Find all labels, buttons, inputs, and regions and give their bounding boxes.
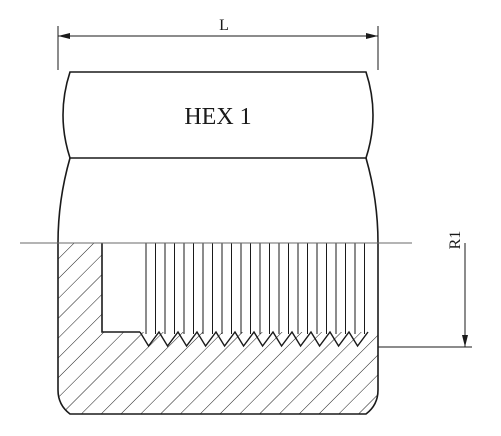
section-outline bbox=[57, 243, 379, 415]
hex-label: HEX 1 bbox=[184, 104, 251, 130]
length-dimension: L bbox=[57, 17, 379, 70]
r1-arrowhead bbox=[462, 335, 468, 347]
hex-section: HEX 1 bbox=[62, 71, 374, 159]
arrowhead-left bbox=[58, 33, 70, 39]
length-label: L bbox=[219, 17, 229, 34]
section-view bbox=[57, 243, 379, 415]
thread-dimension: R1 bbox=[378, 231, 472, 348]
arrowhead-right bbox=[366, 33, 378, 39]
hatched-material bbox=[58, 243, 378, 414]
cavity-outline bbox=[101, 243, 140, 333]
body-outline bbox=[57, 157, 379, 244]
r1-label: R1 bbox=[447, 231, 464, 250]
thread-teeth bbox=[139, 330, 369, 348]
body-upper-curve bbox=[57, 157, 379, 244]
thread-profile bbox=[139, 243, 369, 348]
